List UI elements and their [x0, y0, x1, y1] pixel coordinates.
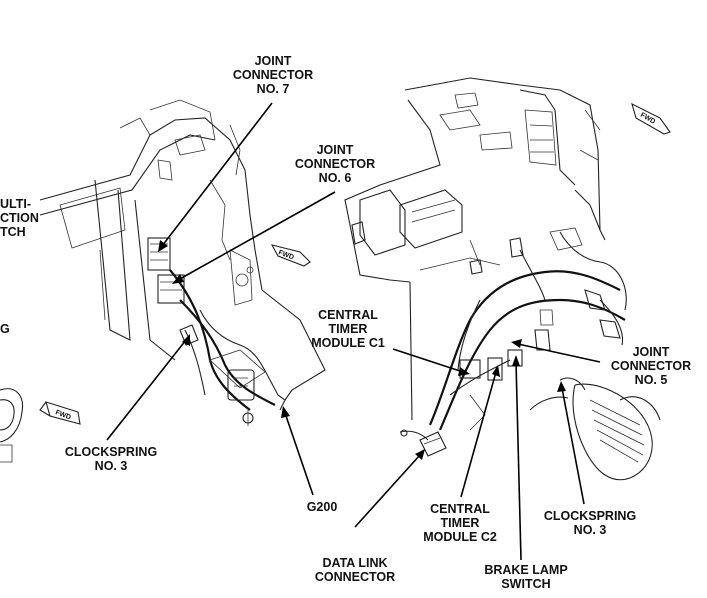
label-joint-connector-6: JOINT CONNECTOR NO. 6 [294, 143, 376, 185]
fwd-marker-right: FWD [631, 102, 671, 135]
label-clockspring-left: CLOCKSPRING NO. 3 [64, 445, 158, 473]
label-joint-connector-5: JOINT CONNECTOR NO. 5 [610, 345, 692, 387]
label-g200: G200 [306, 500, 338, 514]
leader-lines [106, 102, 601, 561]
label-multi-function-switch: ULTI- CTION TCH [0, 197, 39, 239]
label-clockspring-right: CLOCKSPRING NO. 3 [543, 509, 637, 537]
left-dash-assembly [0, 99, 326, 463]
label-joint-connector-7: JOINT CONNECTOR NO. 7 [232, 54, 314, 96]
label-brake-lamp-switch: BRAKE LAMP SWITCH [484, 563, 568, 591]
fwd-marker-left-1: FWD [270, 244, 311, 267]
label-data-link-connector: DATA LINK CONNECTOR [314, 556, 396, 584]
label-central-timer-c2: CENTRAL TIMER MODULE C2 [423, 502, 497, 544]
label-central-timer-c1: CENTRAL TIMER MODULE C1 [311, 308, 385, 350]
fwd-marker-left-2: FWD [39, 401, 81, 425]
right-dash-assembly [344, 77, 661, 481]
label-left-cut: G [0, 322, 10, 336]
svg-text:FWD: FWD [639, 112, 656, 126]
